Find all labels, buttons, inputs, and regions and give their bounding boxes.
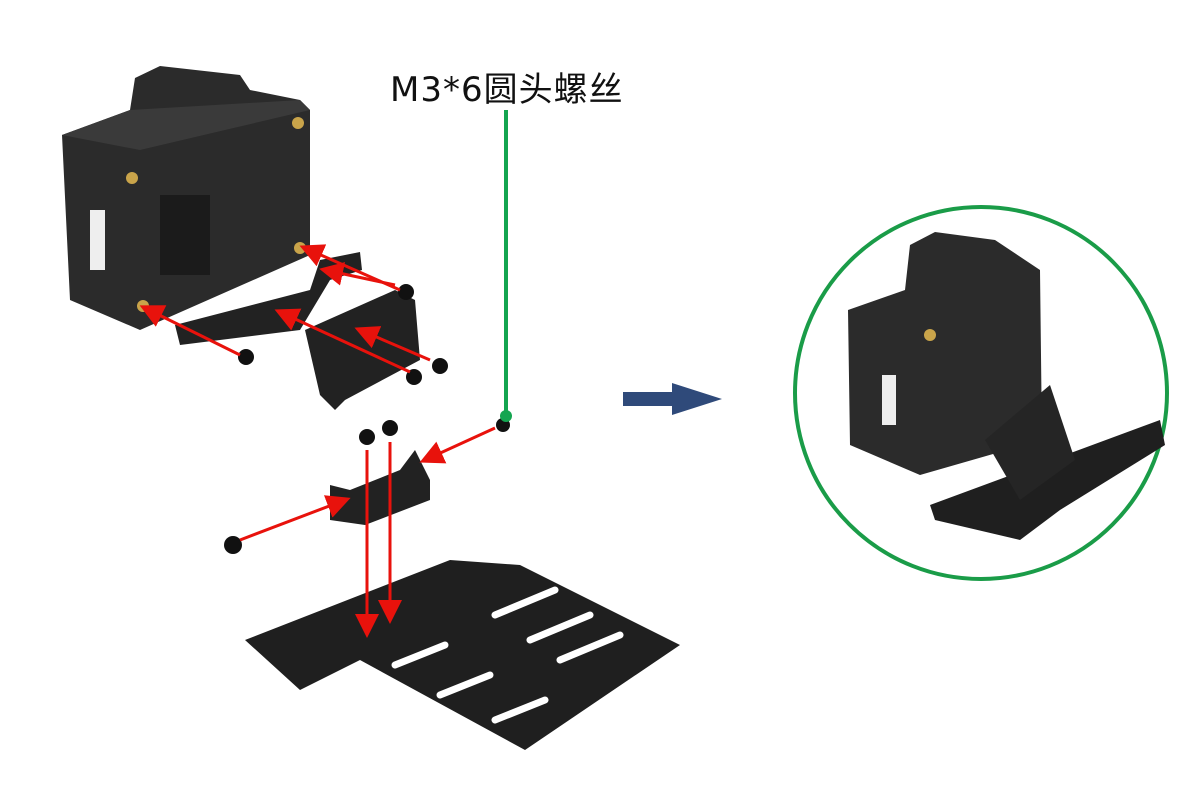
- sensor-module: [62, 66, 310, 330]
- callout-dot: [500, 410, 512, 422]
- vent-grille: [160, 195, 210, 275]
- connector-port: [90, 210, 105, 270]
- assembled-detail-view: [793, 205, 1169, 581]
- base-plate: [245, 560, 680, 750]
- step-arrow-icon: [623, 383, 722, 415]
- assembly-arrows: [139, 244, 496, 638]
- callout-label: M3*6圆头螺丝: [390, 70, 624, 110]
- screws: [224, 284, 510, 554]
